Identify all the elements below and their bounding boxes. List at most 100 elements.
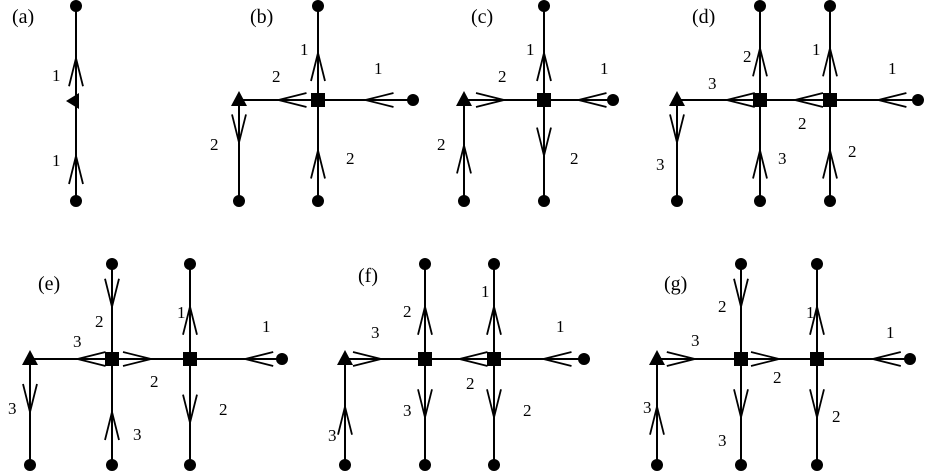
edge-label: 2 <box>95 312 104 331</box>
edge-label: 1 <box>52 151 61 170</box>
edge-label: 1 <box>886 323 895 342</box>
edge-label: 2 <box>210 135 219 154</box>
panel-label: (d) <box>692 6 715 28</box>
triangle-node <box>22 350 38 365</box>
panel-label: (f) <box>358 265 378 287</box>
square-node <box>753 93 767 107</box>
arrow-up-icon <box>822 48 838 77</box>
edge-label: 2 <box>272 67 281 86</box>
panel-label: (e) <box>38 273 60 295</box>
edge-label: 1 <box>374 59 383 78</box>
circle-node <box>70 195 82 207</box>
arrow-right-icon <box>750 351 780 367</box>
triangle-node <box>231 91 247 106</box>
triangle-node <box>456 91 472 106</box>
edge-label: 2 <box>466 374 475 393</box>
edge-label: 1 <box>600 59 609 78</box>
edge-label: 2 <box>403 302 412 321</box>
square-node <box>183 352 197 366</box>
arrow-up-icon <box>182 306 198 335</box>
circle-node <box>312 0 324 12</box>
edge-label: 1 <box>481 282 490 301</box>
circle-node <box>824 0 836 12</box>
arrow-down-icon <box>733 389 749 418</box>
edge-label: 1 <box>556 317 565 336</box>
circle-node <box>106 459 118 471</box>
arrow-up-icon <box>417 306 433 335</box>
arrow-right-icon <box>122 351 152 367</box>
circle-node <box>754 195 766 207</box>
circle-node <box>811 258 823 270</box>
edge-label: 2 <box>743 47 752 66</box>
arrow-left-icon <box>878 92 907 108</box>
edge-label: 2 <box>848 142 857 161</box>
circle-node <box>735 258 747 270</box>
edge-label: 2 <box>832 407 841 426</box>
circle-node <box>754 0 766 12</box>
arrow-left-icon <box>872 351 902 367</box>
square-node <box>810 352 824 366</box>
arrow-left-icon <box>578 92 607 108</box>
circle-node <box>458 195 470 207</box>
edge-label: 3 <box>708 74 717 93</box>
edge-label: 1 <box>526 40 535 59</box>
edge-label: 2 <box>570 149 579 168</box>
square-node <box>823 93 837 107</box>
panel-label: (a) <box>12 6 34 28</box>
arrow-down-icon <box>733 278 749 307</box>
square-node <box>105 352 119 366</box>
circle-node <box>106 258 118 270</box>
circle-node <box>912 94 924 106</box>
circle-node <box>824 195 836 207</box>
arrow-right-icon <box>666 351 696 367</box>
circle-node <box>904 353 916 365</box>
arrow-right-icon <box>475 92 505 108</box>
circle-node <box>419 459 431 471</box>
arrow-up-icon <box>822 150 838 179</box>
arrow-down-icon <box>104 278 120 307</box>
triangle-node <box>649 350 665 365</box>
arrow-up-icon <box>68 58 84 87</box>
arrow-right-icon <box>352 351 382 367</box>
edge-label: 2 <box>798 114 807 133</box>
edge-label: 3 <box>656 155 665 174</box>
arrow-up-icon <box>536 52 552 82</box>
arrow-down-icon <box>809 389 825 418</box>
circle-node <box>538 0 550 12</box>
arrow-down-icon <box>486 389 502 418</box>
arrow-left-icon <box>543 351 572 367</box>
arrow-left-icon <box>77 351 106 367</box>
arrow-up-icon <box>486 306 502 335</box>
edge-label: 1 <box>888 59 897 78</box>
edge-label: 3 <box>8 399 17 418</box>
edge-label: 3 <box>778 149 787 168</box>
arrow-up-icon <box>456 145 472 174</box>
arrow-down-icon <box>231 114 247 143</box>
arrow-up-icon <box>649 406 665 435</box>
arrow-down-icon <box>536 127 552 156</box>
circle-node <box>419 258 431 270</box>
square-node <box>311 93 325 107</box>
circle-node <box>607 94 619 106</box>
circle-node <box>70 0 82 12</box>
square-node <box>487 352 501 366</box>
square-node <box>537 93 551 107</box>
edge-label: 2 <box>523 401 532 420</box>
arrow-up-icon <box>752 150 768 179</box>
arrow-left-icon <box>794 92 824 108</box>
panel-a: (a)11 <box>12 0 84 207</box>
circle-node <box>184 459 196 471</box>
arrow-down-icon <box>182 394 198 423</box>
arrow-up-icon <box>68 155 84 185</box>
edge-label: 2 <box>437 135 446 154</box>
arrow-left-icon <box>459 351 488 367</box>
edge-label: 3 <box>403 401 412 420</box>
circle-node <box>488 459 500 471</box>
panel-label: (g) <box>664 273 687 295</box>
arrow-up-icon <box>104 411 120 441</box>
